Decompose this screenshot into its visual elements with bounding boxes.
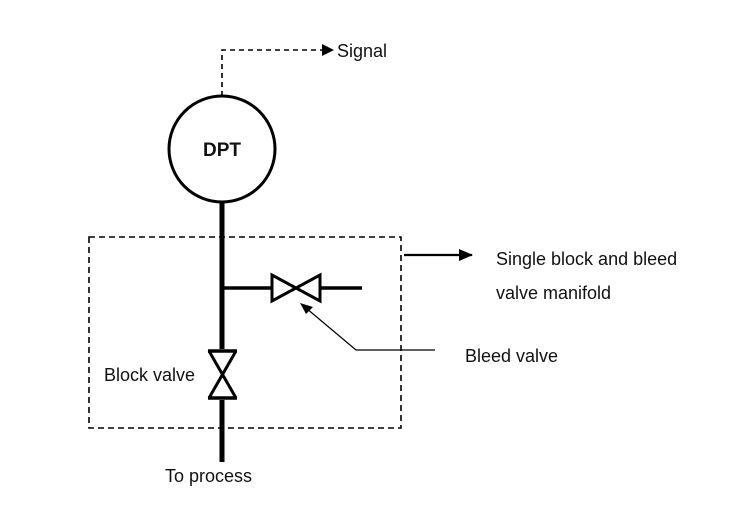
manifold-boundary [88, 236, 402, 429]
bleed-valve-leader-arrowhead-icon [300, 303, 313, 314]
block-valve [207, 349, 238, 400]
signal-connection: Signal [221, 41, 387, 96]
transmitter-label: DPT [203, 140, 241, 161]
bleed-valve-label: Bleed valve [465, 346, 558, 366]
signal-label: Signal [337, 41, 387, 61]
dpt-transmitter: DPT [167, 94, 277, 204]
signal-arrowhead-icon [322, 44, 334, 56]
block-valve-label: Block valve [104, 365, 195, 385]
block-valve-icon [207, 350, 238, 399]
manifold-label-line2: valve manifold [496, 283, 611, 303]
bleed-valve-icon [270, 272, 322, 304]
bleed-valve [270, 272, 322, 304]
to-process-label: To process [165, 466, 252, 486]
bleed-valve-leader-line [305, 307, 435, 351]
signal-dashed-line [221, 49, 323, 96]
manifold-label-line1: Single block and bleed [496, 249, 677, 269]
